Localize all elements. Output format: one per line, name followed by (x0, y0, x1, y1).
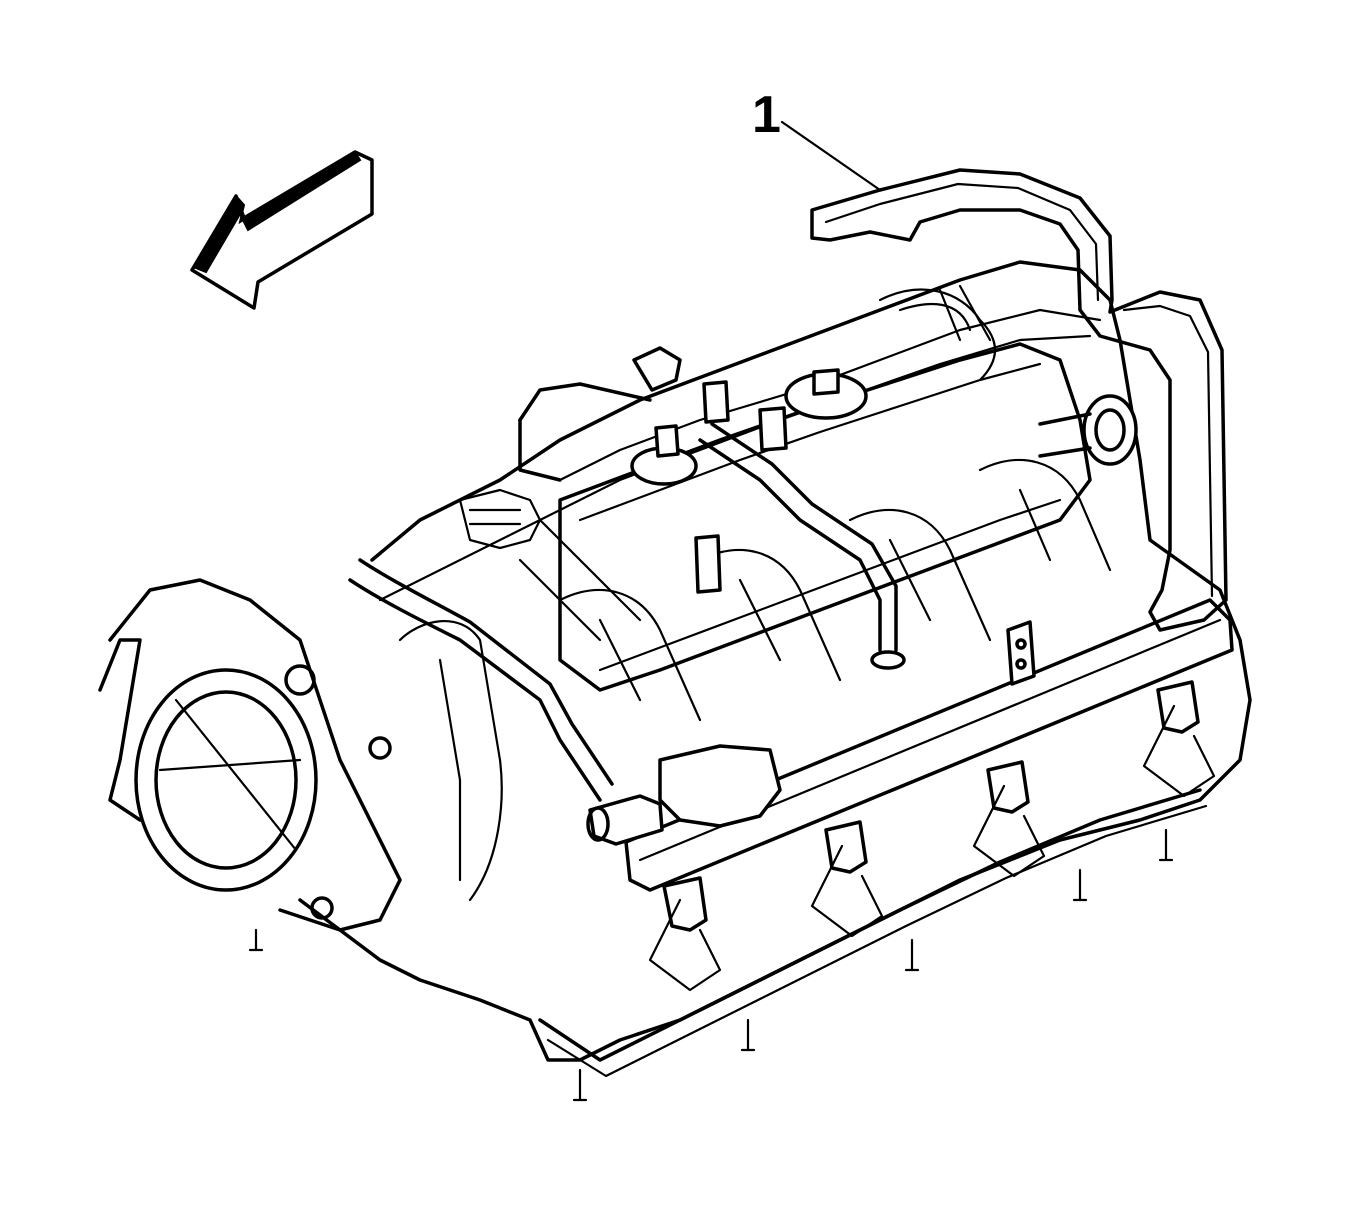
manifold-base-flange (538, 788, 1208, 1078)
callout-1: 1 (752, 86, 882, 192)
injector-3 (972, 760, 1046, 878)
fuel-rail-bracket (1006, 620, 1036, 686)
injector-2 (810, 820, 884, 938)
injector-4 (1142, 680, 1216, 798)
part-1-gasket (810, 168, 1228, 632)
vacuum-hose-rear (698, 422, 906, 670)
injector-1 (648, 876, 722, 992)
top-fittings (630, 346, 868, 594)
wiring-harness (458, 284, 996, 642)
mounting-studs (248, 828, 1174, 1102)
intake-runners (398, 458, 1112, 902)
throttle-body (98, 578, 402, 932)
front-direction-arrow-icon (190, 150, 374, 310)
fuel-rail-connector (586, 744, 782, 846)
fuel-injectors (648, 680, 1216, 992)
vacuum-hose-front (348, 558, 614, 802)
callout-1-leader (780, 120, 882, 192)
intake-manifold-body (298, 260, 1252, 1062)
callout-1-label: 1 (752, 86, 781, 144)
rear-fitting (1038, 394, 1138, 466)
